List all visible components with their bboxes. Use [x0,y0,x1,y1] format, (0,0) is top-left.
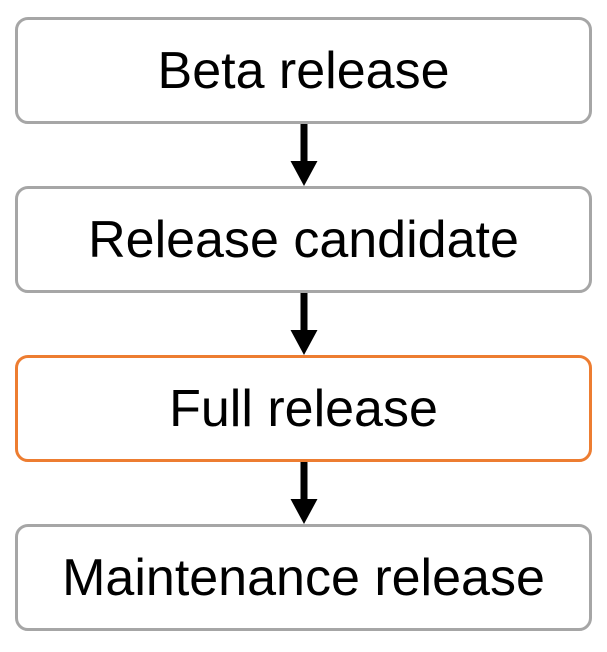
node-label: Release candidate [88,210,519,269]
arrow-down-icon [289,124,319,186]
node-maintenance-release: Maintenance release [15,524,592,631]
arrow-down-icon [289,293,319,355]
arrow-down-icon [289,462,319,524]
node-label: Beta release [157,41,450,100]
node-label: Maintenance release [62,548,545,607]
node-full-release: Full release [15,355,592,462]
node-beta-release: Beta release [15,17,592,124]
node-label: Full release [169,379,438,438]
node-release-candidate: Release candidate [15,186,592,293]
